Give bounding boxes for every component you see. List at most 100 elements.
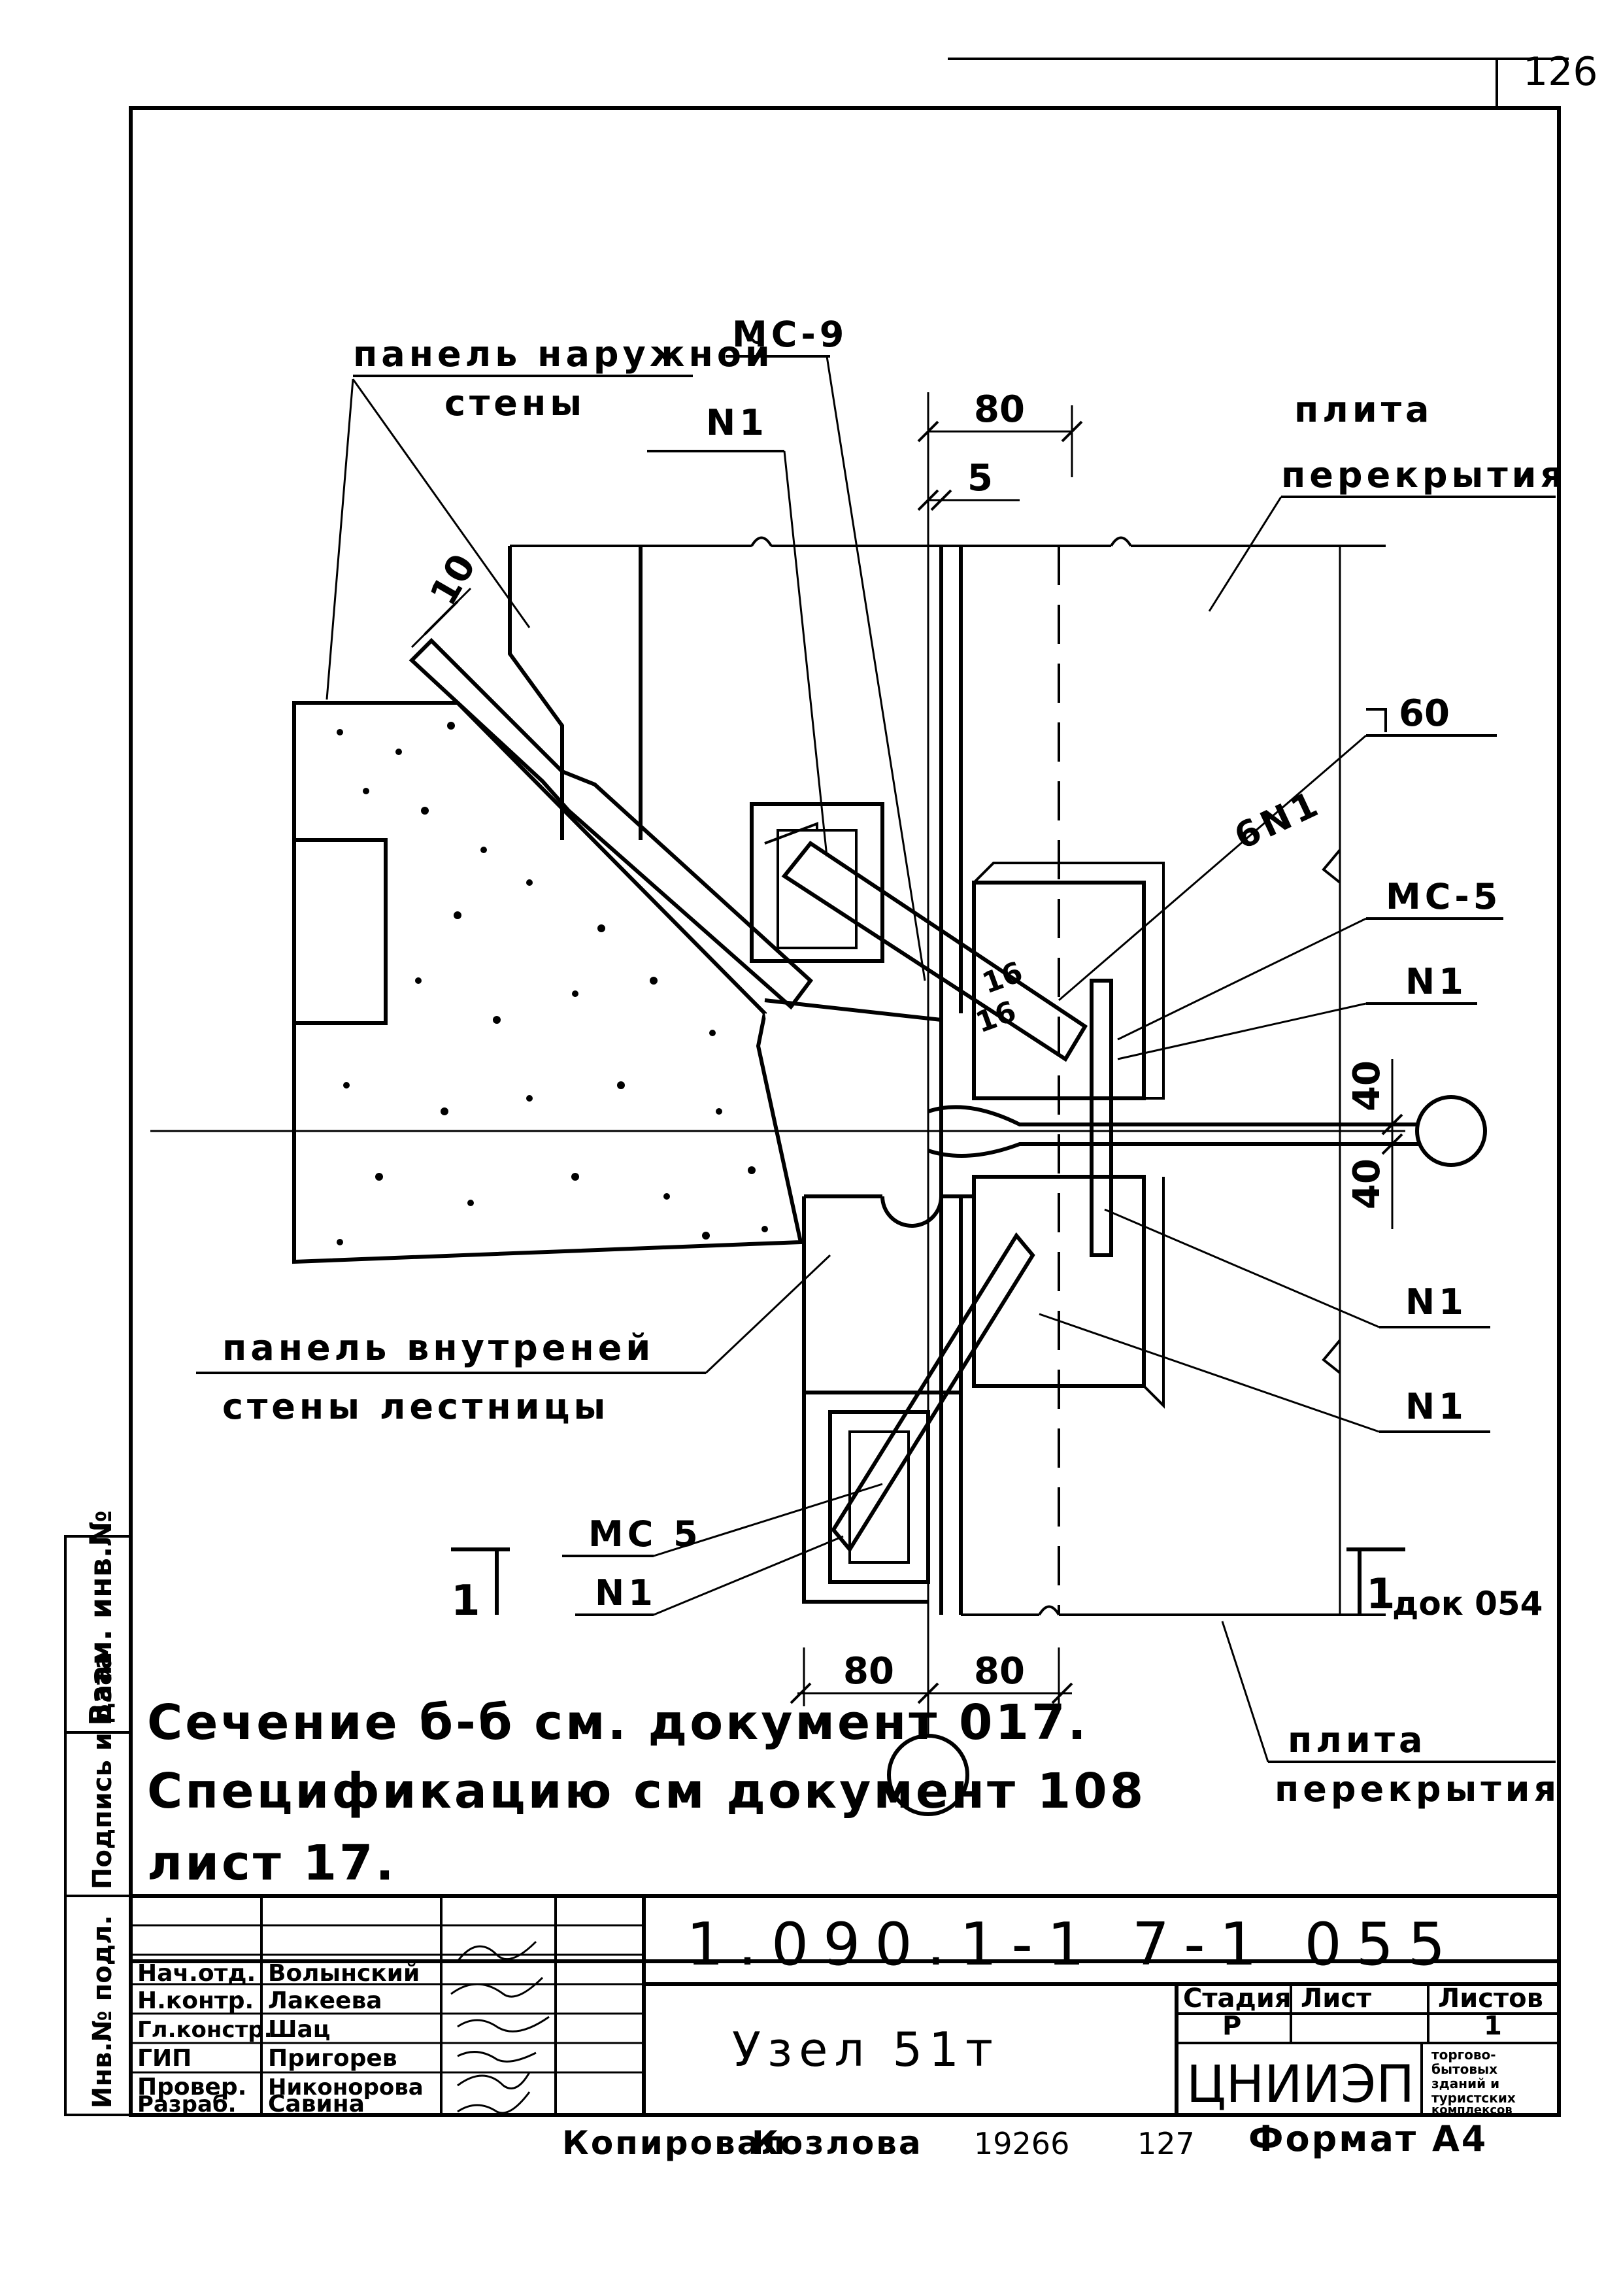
drawing-frame [129,106,1561,1963]
svg-text:N1: N1 [1405,961,1467,1002]
drawing-notes: Сечение б-б см. документ 017. Спецификац… [147,1695,1146,1891]
side-stamp-col1: Взам. инв.№ [83,1510,118,1726]
svg-text:40: 40 [1346,1158,1388,1209]
svg-text:стены лестницы: стены лестницы [222,1386,609,1427]
svg-text:Разраб.: Разраб. [137,2091,237,2118]
dimension-40: 40 40 [1346,1059,1403,1229]
svg-text:Провер.: Провер. [137,2074,246,2101]
svg-text:1: 1 [1366,1570,1395,1619]
svg-text:40: 40 [1346,1060,1388,1111]
label-n1-right-1: N1 [1117,961,1477,1060]
svg-text:N1: N1 [706,402,768,443]
svg-text:Пригорев: Пригорев [268,2045,397,2072]
svg-text:N1: N1 [595,1572,657,1613]
copied-label: Копировал [562,2124,787,2162]
sheet-header: Лист [1301,1984,1372,2014]
footer: Копировал Козлова 19266 127 Формат А4 [562,2118,1488,2162]
outer-anchor [409,637,814,1010]
svg-text:стены: стены [444,382,586,424]
section-mark-right: 1 док 054 [1346,1547,1543,1623]
svg-text:10: 10 [422,547,484,613]
label-n1-right-2: N1 [1104,1208,1490,1328]
drawing-title: Узел 51т [732,2022,999,2077]
svg-text:перекрытия: перекрытия [1275,1768,1560,1810]
svg-text:N1: N1 [1405,1386,1467,1427]
svg-text:МС-9: МС-9 [732,314,848,355]
format-label: Формат А4 [1248,2118,1488,2159]
doc-ref: док 054 [1392,1585,1543,1623]
svg-text:Н.контр.: Н.контр. [137,1987,254,2014]
signatures [450,1940,550,2114]
label-n1-right-3: N1 [1039,1313,1490,1433]
svg-text:5: 5 [967,457,993,499]
stage-value: Р [1222,2011,1241,2041]
svg-text:Волынский: Волынский [268,1960,420,1987]
svg-text:80: 80 [843,1650,894,1693]
sheets-value: 1 [1484,2011,1502,2041]
slab-box-lower [972,1175,1165,1409]
org-name: ЦНИИЭП [1186,2055,1414,2114]
svg-text:перекрытия: перекрытия [1281,454,1567,496]
order-number: 19266 [974,2126,1069,2161]
page-corner-number: 126 [1523,49,1598,95]
svg-text:Лакеева: Лакеева [268,1987,382,2014]
svg-text:МС 5: МС 5 [588,1513,702,1555]
dimension-10-angle: 10 [410,547,484,649]
side-stamp-col2: Подпись и дата [88,1652,118,1889]
svg-text:1: 1 [451,1577,480,1625]
label-slab-top: плита перекрытия [1208,389,1567,612]
svg-text:N1: N1 [1405,1281,1467,1323]
svg-text:80: 80 [974,1650,1025,1693]
svg-text:панель внутреней: панель внутреней [222,1327,654,1368]
svg-text:80: 80 [974,388,1025,431]
note-line-2: Спецификацию см документ 108 [147,1763,1146,1819]
svg-text:бытовых: бытовых [1431,2061,1497,2077]
slab-box-upper [972,862,1165,1100]
label-ms5-left: МС 5 [562,1483,883,1557]
svg-text:комплексов: комплексов [1431,2103,1512,2117]
sheet-number: 127 [1137,2126,1195,2161]
dimension-80-bottom: 80 80 [790,1647,1073,1706]
title-block: 1.090.1-1 7-1 055 Узел 51т Стадия Лист Л… [129,1894,1561,2118]
svg-text:Гл.констр.: Гл.констр. [137,2017,273,2043]
note-line-3: лист 17. [147,1835,397,1891]
section-mark-left: 1 [451,1547,510,1625]
svg-text:Нач.отд.: Нач.отд. [137,1960,256,1987]
note-line-1: Сечение б-б см. документ 017. [147,1695,1089,1751]
sheets-header: Листов [1438,1984,1543,2014]
label-ms5-right: МС-5 [1117,876,1503,1041]
svg-text:плита: плита [1294,389,1433,430]
label-n1-top: N1 [647,402,828,857]
label-ms9: МС-9 [726,314,926,981]
dimension-5: 5 [917,457,1020,511]
label-6n1: 6N1 [1228,782,1328,858]
svg-text:Савина: Савина [268,2091,365,2118]
label-outer-panel: панель наружной стены [326,333,774,700]
label-60: 60 [1058,692,1497,1002]
roles-table: Нач.отд. Волынский Н.контр. Лакеева Гл.к… [137,1960,424,2118]
svg-text:плита: плита [1288,1719,1426,1761]
embedded-box-ms9 [750,802,884,963]
svg-text:панель наружной: панель наружной [353,333,774,375]
svg-text:МС-5: МС-5 [1386,876,1501,917]
svg-text:торгово-: торгово- [1431,2047,1496,2063]
label-slab-bottom: плита перекрытия [1221,1621,1560,1810]
side-stamp-col3: Инв.№ подл. [88,1915,118,2108]
drawing-code: 1.090.1-1 7-1 055 [686,1910,1460,1979]
stage-header: Стадия [1183,1984,1292,2014]
horizontal-tie [150,979,1487,1257]
dimension-80-top: 80 [917,388,1083,477]
svg-text:Шац: Шац [268,2016,330,2043]
svg-text:60: 60 [1399,692,1450,735]
side-stamp: Взам. инв.№ Подпись и дата Инв.№ подл. [64,1510,132,2116]
svg-text:зданий и: зданий и [1431,2076,1499,2091]
svg-text:Никонорова: Никонорова [268,2074,424,2101]
rebar-n1-lower [831,1232,1035,1553]
label-inner-panel: панель внутреней стены лестницы [196,1254,831,1427]
rebar-n1-upper [781,840,1088,1062]
svg-text:туристских: туристских [1431,2090,1516,2106]
svg-text:ГИП: ГИП [137,2045,192,2072]
label-n1-bottom: N1 [575,1535,844,1616]
